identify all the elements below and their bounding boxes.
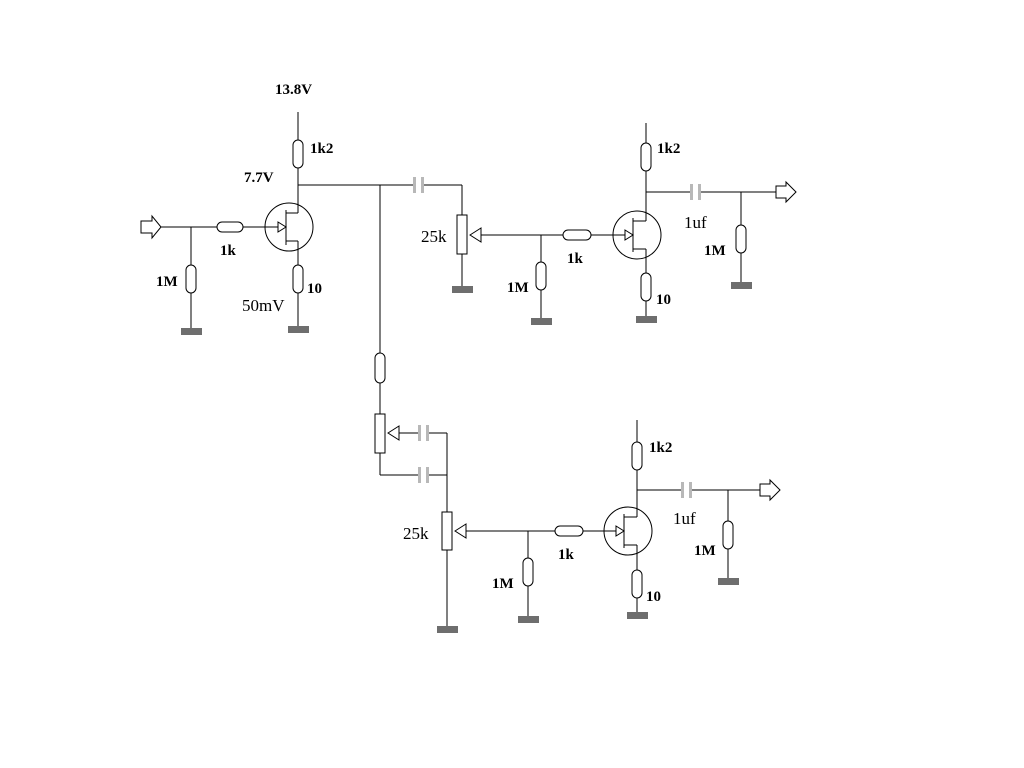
potentiometer-label: 25k bbox=[421, 227, 447, 246]
potentiometer bbox=[374, 413, 386, 454]
drain-resistor bbox=[631, 441, 643, 471]
ground-symbol bbox=[731, 282, 752, 289]
ground-symbol bbox=[452, 286, 473, 293]
source-resistor bbox=[631, 569, 643, 599]
load-resistor-label: 1M bbox=[704, 243, 726, 259]
potentiometer-wiper bbox=[454, 523, 467, 539]
lower-channel bbox=[437, 420, 781, 633]
source-resistor-label: 10 bbox=[656, 292, 671, 308]
input-bias-resistor bbox=[185, 264, 197, 294]
drain-resistor-label: 1k2 bbox=[310, 141, 333, 157]
ground-symbol bbox=[636, 316, 657, 323]
potentiometer-wiper bbox=[469, 227, 482, 243]
output-capacitor bbox=[681, 482, 684, 498]
source-resistor bbox=[292, 264, 304, 294]
drain-resistor-label: 1k2 bbox=[649, 440, 672, 456]
source-resistor-label: 10 bbox=[307, 281, 322, 297]
source-resistor-label: 10 bbox=[646, 589, 661, 605]
gate-resistor bbox=[562, 229, 592, 241]
gate-bias-resistor bbox=[522, 557, 534, 587]
gate-bias-resistor bbox=[535, 261, 547, 291]
capacitor-label: 1uf bbox=[684, 213, 707, 232]
ground-symbol bbox=[627, 612, 648, 619]
bias-resistor-label: 1M bbox=[492, 576, 514, 592]
ground-symbol bbox=[437, 626, 458, 633]
ground-symbol bbox=[288, 326, 309, 333]
gate-resistor-label: 1k bbox=[558, 547, 575, 563]
lower-feed bbox=[374, 185, 448, 512]
coupling-capacitor bbox=[418, 467, 421, 483]
input-port-arrow bbox=[140, 214, 162, 240]
gate-resistor bbox=[554, 525, 584, 537]
drain-resistor bbox=[292, 139, 304, 169]
supply-voltage-label: 13.8V bbox=[275, 82, 312, 98]
jfet-transistor bbox=[612, 210, 662, 260]
output-load-resistor bbox=[735, 224, 747, 254]
upper-channel bbox=[413, 123, 797, 325]
jfet-transistor bbox=[264, 202, 314, 252]
drain-voltage-label: 7.7V bbox=[244, 170, 274, 186]
coupling-capacitor bbox=[413, 177, 416, 193]
coupling-capacitor bbox=[418, 425, 421, 441]
output-port-arrow bbox=[775, 180, 797, 204]
gate-resistor-label: 1k bbox=[567, 251, 584, 267]
potentiometer bbox=[456, 214, 468, 255]
drain-resistor-label: 1k2 bbox=[657, 141, 680, 157]
bias-resistor-label: 1M bbox=[507, 280, 529, 296]
bias-resistor-label: 1M bbox=[156, 274, 178, 290]
ground-symbol bbox=[518, 616, 539, 623]
drain-resistor bbox=[640, 142, 652, 172]
ground-symbol bbox=[531, 318, 552, 325]
capacitor-label: 1uf bbox=[673, 509, 696, 528]
input-stage bbox=[140, 112, 413, 335]
output-load-resistor bbox=[722, 520, 734, 550]
output-port-arrow bbox=[759, 478, 781, 502]
potentiometer-label: 25k bbox=[403, 524, 429, 543]
potentiometer bbox=[441, 511, 453, 551]
potentiometer-wiper bbox=[387, 425, 400, 441]
ground-symbol bbox=[718, 578, 739, 585]
ground-symbol bbox=[181, 328, 202, 335]
load-resistor-label: 1M bbox=[694, 543, 716, 559]
source-voltage-label: 50mV bbox=[242, 296, 285, 315]
jfet-transistor bbox=[603, 506, 653, 556]
gate-resistor-label: 1k bbox=[220, 243, 237, 259]
feed-resistor bbox=[374, 352, 386, 384]
input-gate-resistor bbox=[216, 221, 244, 233]
output-capacitor bbox=[690, 184, 693, 200]
source-resistor bbox=[640, 272, 652, 302]
